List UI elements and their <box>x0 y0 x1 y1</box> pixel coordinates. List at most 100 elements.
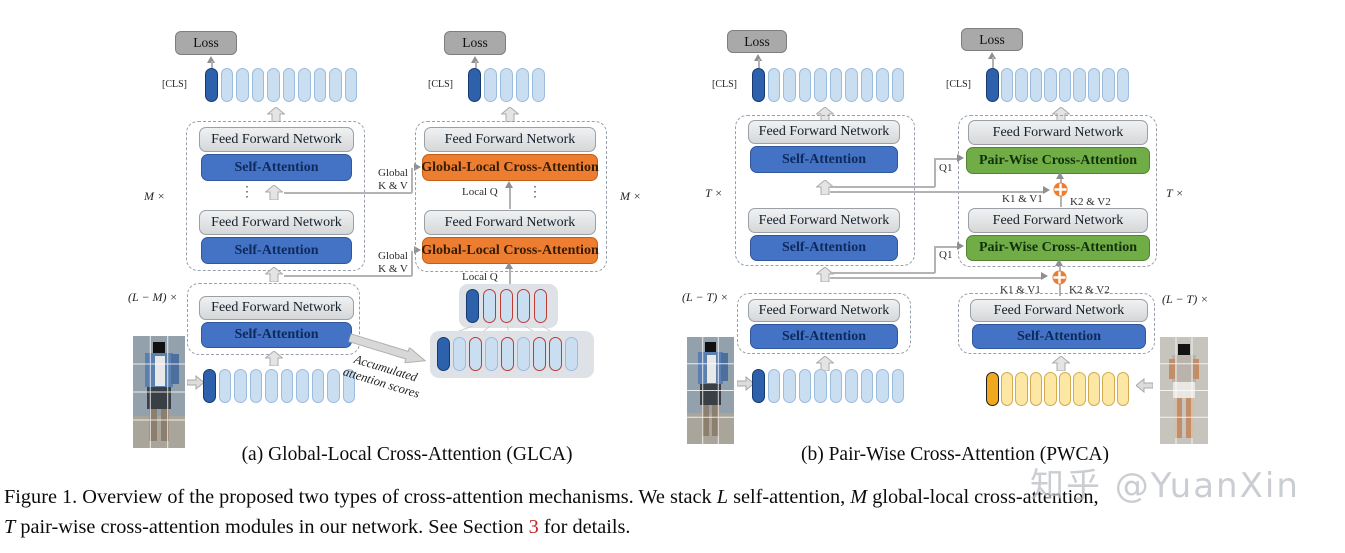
connector-line <box>758 59 760 68</box>
connector-line <box>411 168 413 193</box>
cls-token <box>752 68 765 102</box>
patch-token <box>329 68 342 102</box>
ffn-block: Feed Forward Network <box>199 296 354 320</box>
glca-label: Global-Local Cross-Attention <box>421 159 599 175</box>
patch-token <box>517 337 530 371</box>
arrowhead-right <box>1043 186 1050 194</box>
self-attention-block: Self-Attention <box>972 324 1146 349</box>
lt-times-label-right: (L − T) × <box>1162 292 1209 306</box>
patch-token <box>236 68 249 102</box>
patch-token <box>1015 68 1028 102</box>
up-arrow-icon <box>1052 107 1070 122</box>
patch-token <box>565 337 578 371</box>
connector-line <box>934 246 958 248</box>
patch-token <box>845 369 858 403</box>
q1-label: Q1 <box>939 162 953 174</box>
patch-token <box>313 68 326 102</box>
token-row-a-local-large <box>437 337 578 371</box>
patch-token <box>469 337 482 371</box>
arrowhead-right <box>414 163 421 171</box>
self-attention-block: Self-Attention <box>201 154 352 181</box>
arrowhead-right <box>957 154 964 162</box>
arrowhead-up <box>207 56 215 63</box>
caption-text: global-local cross-attention, <box>867 486 1099 508</box>
ffn-label: Feed Forward Network <box>758 212 890 228</box>
figure-caption: Figure 1. Overview of the proposed two t… <box>4 483 1344 542</box>
up-arrow-icon <box>816 107 834 122</box>
merge-plus-icon <box>1053 182 1068 197</box>
global-kv-label: Global <box>378 167 408 179</box>
patch-token <box>891 68 904 102</box>
arrowhead-right <box>414 246 421 254</box>
q1-label: Q1 <box>939 249 953 261</box>
global-kv-label: Global <box>378 250 408 262</box>
ffn-label: Feed Forward Network <box>993 302 1125 318</box>
patch-token <box>500 289 513 323</box>
ffn-label: Feed Forward Network <box>211 214 342 230</box>
glca-block: Global-Local Cross-Attention <box>421 154 599 181</box>
patch-token <box>829 68 842 102</box>
up-arrow-icon <box>816 267 834 282</box>
self-attention-label: Self-Attention <box>782 328 866 344</box>
local-q-label: Local Q <box>462 186 498 198</box>
loss-box: Loss <box>175 31 237 55</box>
loss-box: Loss <box>727 30 787 53</box>
patch-token <box>876 369 889 403</box>
figure-caption-line2: T pair-wise cross-attention modules in o… <box>4 513 1344 543</box>
dashed-group-lt-left <box>737 293 911 354</box>
section-ref-link[interactable]: 3 <box>528 515 539 538</box>
cls-token <box>437 337 450 371</box>
self-attention-block: Self-Attention <box>201 322 352 348</box>
ffn-label: Feed Forward Network <box>444 214 576 230</box>
patch-token <box>1058 68 1071 102</box>
loss-label: Loss <box>744 33 770 49</box>
connector-line <box>830 186 935 188</box>
patch-token <box>218 369 231 403</box>
merge-plus-icon <box>1052 270 1067 285</box>
patch-token <box>280 369 293 403</box>
token-row-a-local-query <box>466 289 547 323</box>
up-arrow-icon <box>816 356 834 371</box>
patch-token <box>483 289 496 323</box>
patch-token <box>1073 68 1086 102</box>
self-attention-label: Self-Attention <box>782 151 866 167</box>
ffn-label: Feed Forward Network <box>992 124 1124 140</box>
self-attention-label: Self-Attention <box>234 327 319 342</box>
loss-label: Loss <box>979 31 1005 47</box>
token-row-a-top-right <box>468 68 545 102</box>
up-arrow-icon <box>1052 356 1070 371</box>
patch-token <box>1029 68 1042 102</box>
self-attention-label: Self-Attention <box>234 242 319 258</box>
patch-token <box>814 68 827 102</box>
right-arrow-icon <box>737 376 754 391</box>
caption-math-m: M <box>850 486 868 508</box>
patch-token <box>220 68 233 102</box>
patch-token <box>1015 372 1028 406</box>
watermark: 知乎 @YuanXin <box>1030 466 1300 506</box>
arrowhead-right <box>1041 272 1048 280</box>
cls-label: [CLS] <box>712 79 737 90</box>
patch-token <box>484 68 497 102</box>
self-attention-label: Self-Attention <box>1017 328 1101 344</box>
self-attention-block: Self-Attention <box>750 324 898 349</box>
ffn-label: Feed Forward Network <box>758 124 890 139</box>
global-kv-label: K & V <box>378 180 408 192</box>
patch-token <box>485 337 498 371</box>
ffn-block: Feed Forward Network <box>424 210 596 235</box>
t-times-label-right: T × <box>1166 186 1184 200</box>
ffn-block: Feed Forward Network <box>970 299 1148 322</box>
figure-caption-line1: Figure 1. Overview of the proposed two t… <box>4 483 1344 513</box>
loss-label: Loss <box>462 35 488 50</box>
patch-token <box>249 369 262 403</box>
connector-line <box>934 158 936 187</box>
loss-box: Loss <box>961 28 1023 51</box>
cls-token <box>205 68 218 102</box>
up-arrow-icon <box>816 180 834 195</box>
patch-token <box>516 68 529 102</box>
token-row-b-top-left <box>752 68 904 102</box>
patch-token <box>1058 372 1071 406</box>
arrowhead-up <box>1055 259 1063 266</box>
patch-token <box>296 369 309 403</box>
patch-token <box>532 68 545 102</box>
